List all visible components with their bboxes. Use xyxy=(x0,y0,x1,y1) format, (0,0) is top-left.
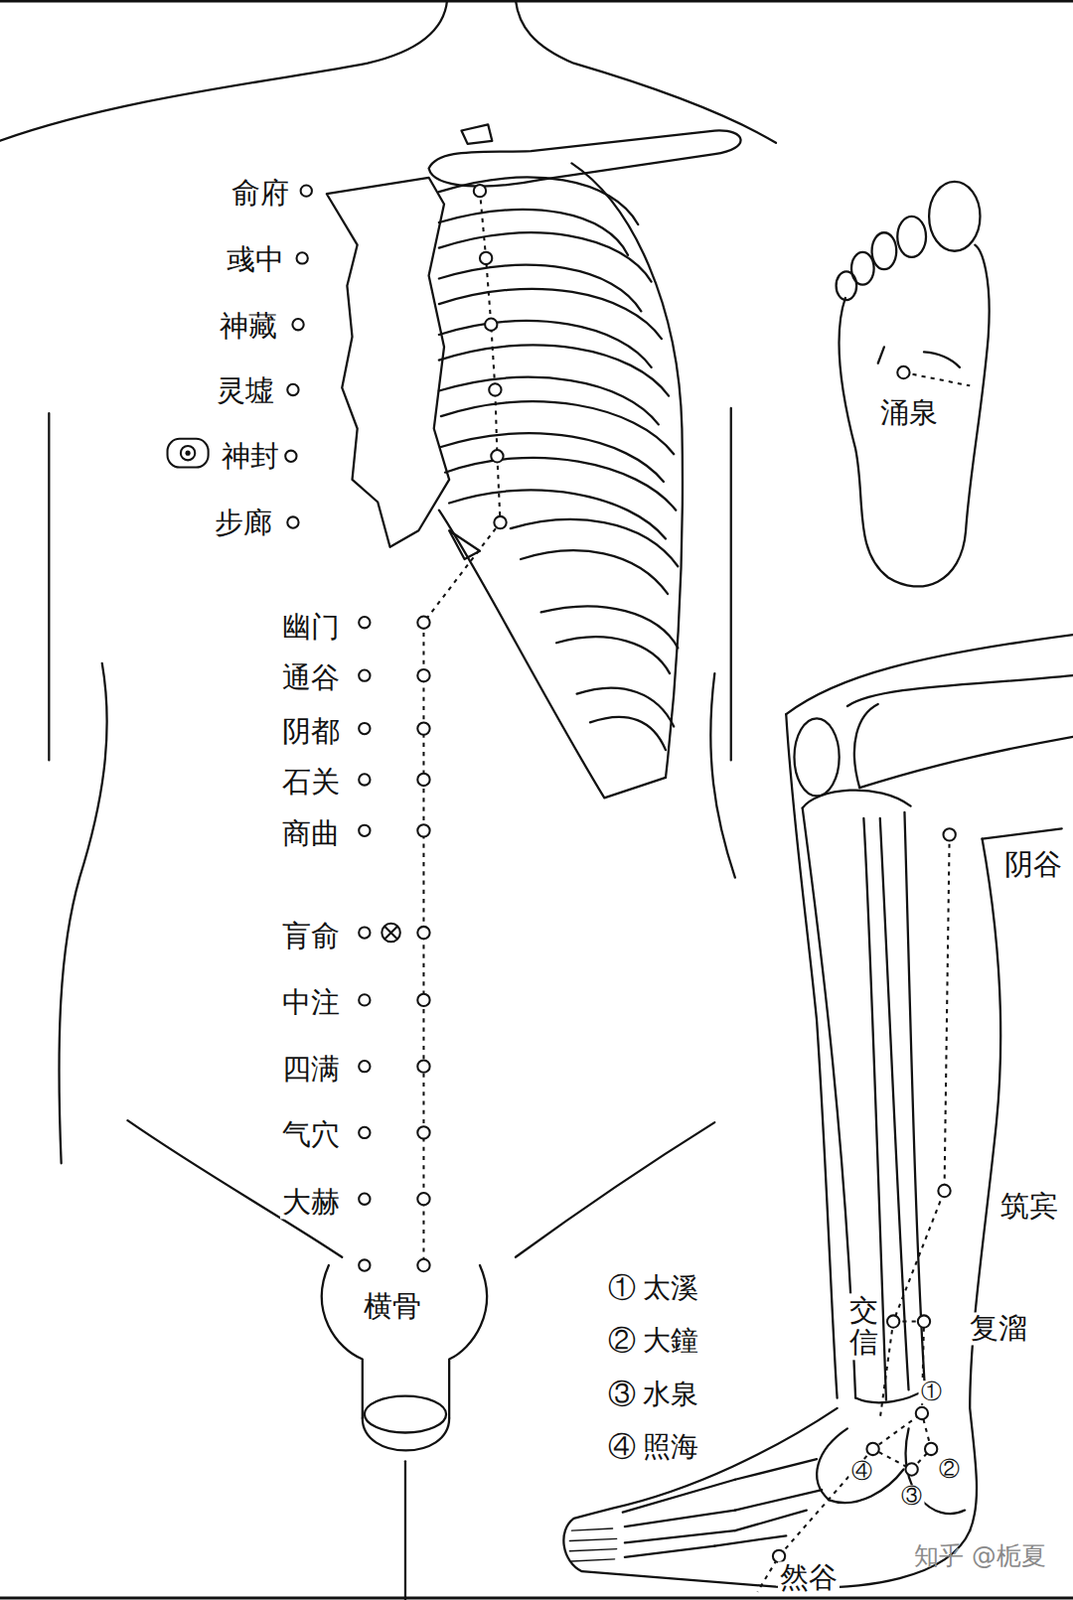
watermark: 知乎 @栀夏 xyxy=(912,1542,1049,1571)
point-name: 交信 xyxy=(847,1293,881,1361)
point-name: 肓俞 xyxy=(280,920,342,954)
point-name: 彧中 xyxy=(224,243,287,277)
point-name: 四满 xyxy=(280,1053,342,1086)
callout-key: ① 太溪 xyxy=(606,1272,701,1305)
callout-number: ③ xyxy=(899,1485,924,1510)
callout-number: ① xyxy=(919,1380,944,1405)
point-name: 石关 xyxy=(280,766,342,800)
point-name: 中注 xyxy=(280,987,342,1021)
callout-key: ④ 照海 xyxy=(606,1431,701,1464)
callout-number: ② xyxy=(936,1458,962,1483)
point-name: 然谷 xyxy=(777,1561,840,1595)
callout-key: ③ 水泉 xyxy=(606,1379,701,1411)
point-name: 阴都 xyxy=(280,715,342,749)
point-name: 横骨 xyxy=(361,1291,424,1325)
point-name: 阴谷 xyxy=(1002,849,1065,883)
point-name: 大赫 xyxy=(280,1186,342,1220)
callout-key: ② 大鐘 xyxy=(606,1325,701,1358)
point-name: 商曲 xyxy=(280,817,342,851)
point-name: 通谷 xyxy=(280,662,342,696)
point-name: 复溜 xyxy=(967,1312,1030,1346)
point-name: 筑宾 xyxy=(998,1190,1061,1224)
point-name: 涌泉 xyxy=(878,397,940,431)
point-name: 幽门 xyxy=(280,611,342,644)
point-name: 步廊 xyxy=(212,507,275,541)
point-name: 俞府 xyxy=(229,177,292,211)
point-name: 神封 xyxy=(219,441,282,474)
point-name: 神藏 xyxy=(217,309,280,343)
point-name: 灵墟 xyxy=(214,374,277,408)
point-name: 气穴 xyxy=(280,1118,342,1152)
callout-number: ④ xyxy=(849,1460,875,1485)
